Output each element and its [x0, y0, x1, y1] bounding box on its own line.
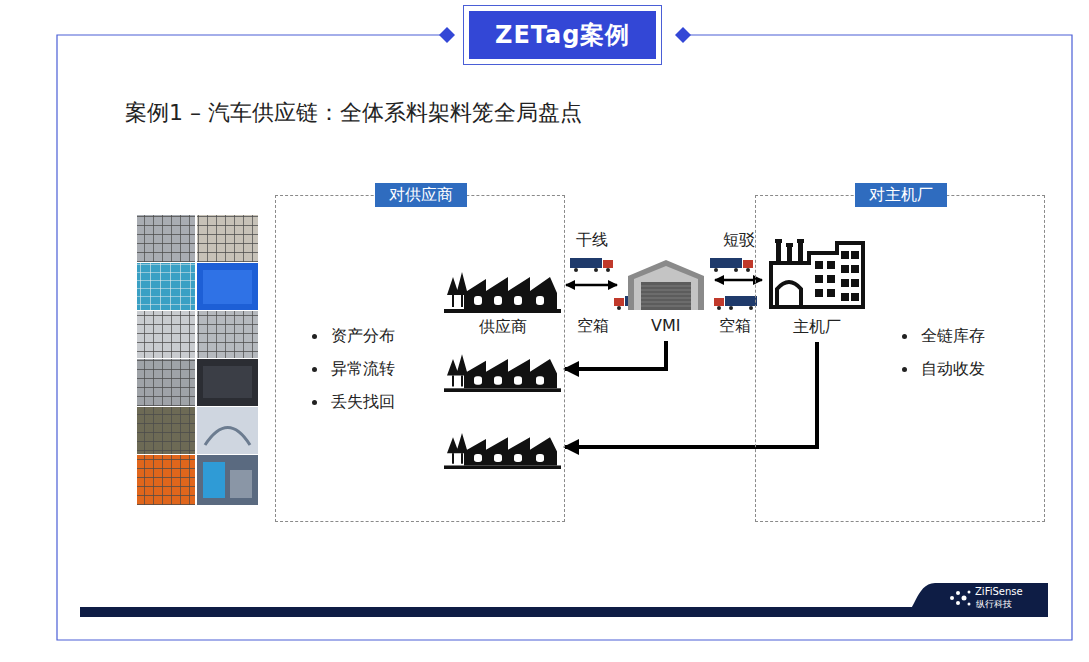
bullet-dot	[312, 367, 317, 372]
oem-drawing	[767, 237, 867, 309]
group-box: 对供应商资产分布异常流转丢失找回供应商	[275, 195, 565, 522]
logo-text: ZiFiSense	[975, 585, 1023, 598]
slide-title: 案例1 – 汽车供应链：全体系料架料笼全局盘点	[125, 98, 582, 128]
warehouse: VMI	[622, 258, 710, 338]
factory-drawing	[444, 346, 561, 392]
factory-icon	[444, 346, 561, 392]
supplier-factory	[444, 346, 561, 392]
logo-subtext: 纵行科技	[976, 598, 1012, 610]
edge-label: 干线	[576, 230, 608, 250]
group-tab: 对供应商	[375, 183, 467, 207]
bullet-dot	[312, 400, 317, 405]
flow-arrow	[565, 342, 817, 447]
bullet-text: 资产分布	[331, 325, 395, 347]
logo-tab	[900, 583, 1048, 617]
factory-icon	[444, 425, 561, 469]
bullet-text: 全链库存	[921, 325, 985, 347]
node-label: VMI	[651, 316, 680, 336]
supplier-factory	[444, 425, 561, 469]
header-text: ZETag案例	[469, 11, 656, 59]
bullet-text: 自动收发	[921, 358, 985, 380]
bullet-dot	[902, 334, 907, 339]
flow-arrow	[565, 341, 666, 369]
truck-label: 空箱	[719, 316, 751, 335]
warehouse-drawing	[626, 258, 706, 310]
supplier-factory: 供应商	[444, 263, 561, 339]
group-box: 对主机厂全链库存自动收发主机厂	[755, 195, 1045, 522]
edge-label: 短驳	[723, 230, 755, 250]
bullet-dot	[902, 367, 907, 372]
factory-drawing	[444, 425, 561, 469]
group-tab: 对主机厂	[855, 183, 947, 207]
logo-dots	[950, 591, 971, 606]
header-tab: ZETag案例	[463, 5, 662, 65]
oem-icon	[767, 237, 867, 309]
diamond	[439, 27, 455, 43]
truck-label: 空箱	[577, 316, 609, 335]
warehouse-icon	[622, 258, 710, 310]
frame	[57, 35, 1072, 640]
bullet-dot	[312, 334, 317, 339]
bullet-text: 异常流转	[331, 358, 395, 380]
node-label: 主机厂	[793, 317, 841, 337]
diamond	[675, 27, 691, 43]
factory-drawing	[444, 263, 561, 313]
factory-icon	[444, 263, 561, 313]
bottom-bar	[80, 607, 1048, 617]
photo-grid	[137, 215, 258, 505]
flow-arrow	[566, 284, 617, 287]
bullet-text: 丢失找回	[331, 391, 395, 413]
oem-factory: 主机厂	[767, 237, 867, 339]
node-label: 供应商	[479, 317, 527, 337]
